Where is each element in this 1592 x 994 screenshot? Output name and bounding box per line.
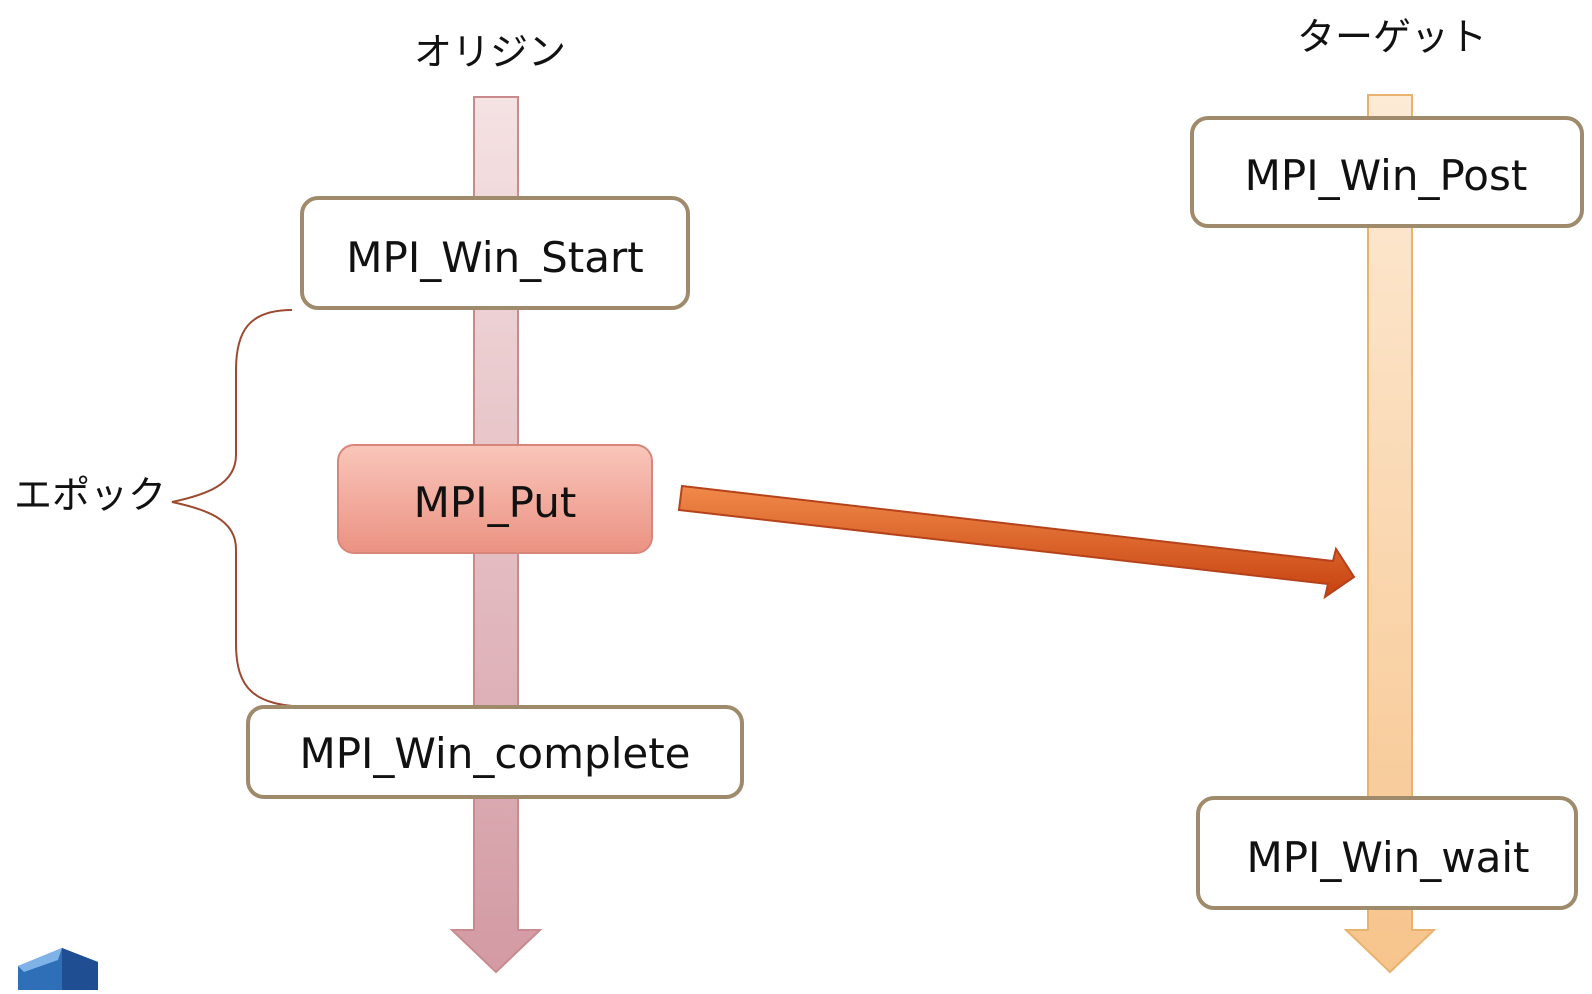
win-wait-box xyxy=(1196,796,1578,910)
win-wait-label: MPI_Win_wait xyxy=(1246,833,1529,882)
target-heading: ターゲット xyxy=(1297,15,1487,59)
epoch-brace xyxy=(171,309,307,708)
win-start-label: MPI_Win_Start xyxy=(346,233,643,282)
logo-fragment xyxy=(18,948,98,990)
origin-heading: オリジン xyxy=(414,30,566,74)
win-complete-box xyxy=(246,705,744,799)
put-box xyxy=(337,444,653,554)
target-timeline-arrow xyxy=(1343,94,1437,974)
win-post-box xyxy=(1190,116,1584,228)
put-label: MPI_Put xyxy=(414,478,577,527)
epoch-label: エポック xyxy=(14,473,166,517)
win-complete-label: MPI_Win_complete xyxy=(299,729,690,778)
put-transfer-arrow xyxy=(677,484,1356,600)
win-start-box xyxy=(300,196,690,310)
win-post-label: MPI_Win_Post xyxy=(1245,151,1528,200)
